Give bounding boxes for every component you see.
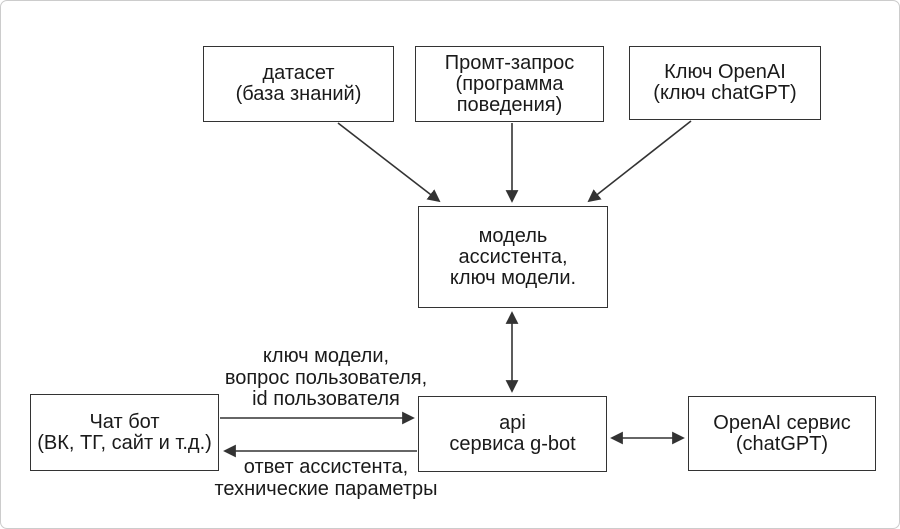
prompt-request-node-label: Промт-запрос (программа поведения) [444, 51, 575, 116]
response-edge-label: ответ ассистента, технические параметры [214, 456, 438, 500]
gbot-api-node-label: api сервиса g-bot [449, 412, 576, 455]
chat-bot-node-label: Чат бот (ВК, ТГ, сайт и т.д.) [37, 410, 212, 454]
arrow-dataset-to-model [337, 122, 441, 203]
dataset-node: датасет (база знаний) [203, 46, 394, 122]
chat-bot-node: Чат бот (ВК, ТГ, сайт и т.д.) [30, 394, 219, 471]
openai-key-node-label: Ключ OpenAI (ключ chatGPT) [653, 61, 797, 104]
prompt-request-node: Промт-запрос (программа поведения) [415, 46, 604, 122]
dataset-node-label: датасет (база знаний) [235, 62, 362, 105]
request-edge-label: ключ модели, вопрос пользователя, id пол… [224, 345, 428, 410]
assistant-model-node: модель ассистента, ключ модели. [418, 206, 608, 308]
openai-service-node: OpenAI сервис (chatGPT) [688, 396, 876, 471]
openai-key-node: Ключ OpenAI (ключ chatGPT) [629, 46, 821, 120]
assistant-model-node-label: модель ассистента, ключ модели. [449, 224, 577, 289]
gbot-api-node: api сервиса g-bot [418, 396, 607, 472]
arrow-key-to-model [587, 120, 692, 203]
openai-service-node-label: OpenAI сервис (chatGPT) [713, 411, 851, 455]
